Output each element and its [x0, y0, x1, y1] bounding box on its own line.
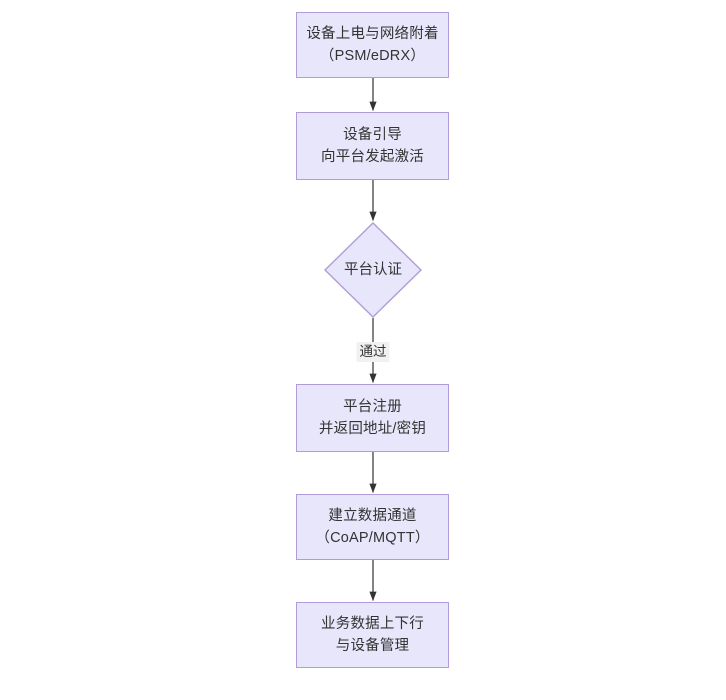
node-platform-authentication[interactable]: 平台认证: [324, 222, 422, 318]
node-platform-registration[interactable]: 平台注册 并返回地址/密钥: [296, 384, 449, 452]
node-label-line: 建立数据通道: [328, 508, 417, 524]
node-device-power-on[interactable]: 设备上电与网络附着 （PSM/eDRX）: [296, 12, 449, 78]
node-label-line: （CoAP/MQTT）: [315, 530, 430, 546]
node-label-line: 并返回地址/密钥: [318, 421, 427, 437]
node-label-line: 设备引导: [343, 127, 402, 143]
diamond-shape: [324, 222, 422, 318]
node-label-line: 与设备管理: [335, 638, 410, 654]
node-label-line: 设备上电与网络附着: [306, 26, 439, 42]
node-label-line: 业务数据上下行: [321, 616, 424, 632]
node-label-line: 向平台发起激活: [321, 149, 424, 165]
node-establish-data-channel[interactable]: 建立数据通道 （CoAP/MQTT）: [296, 494, 449, 560]
node-device-bootstrap[interactable]: 设备引导 向平台发起激活: [296, 112, 449, 180]
edge-label-pass: 通过: [356, 342, 390, 362]
node-label-line: 平台注册: [343, 399, 402, 415]
node-business-data-and-device-management[interactable]: 业务数据上下行 与设备管理: [296, 602, 449, 668]
node-label-line: （PSM/eDRX）: [319, 48, 426, 64]
